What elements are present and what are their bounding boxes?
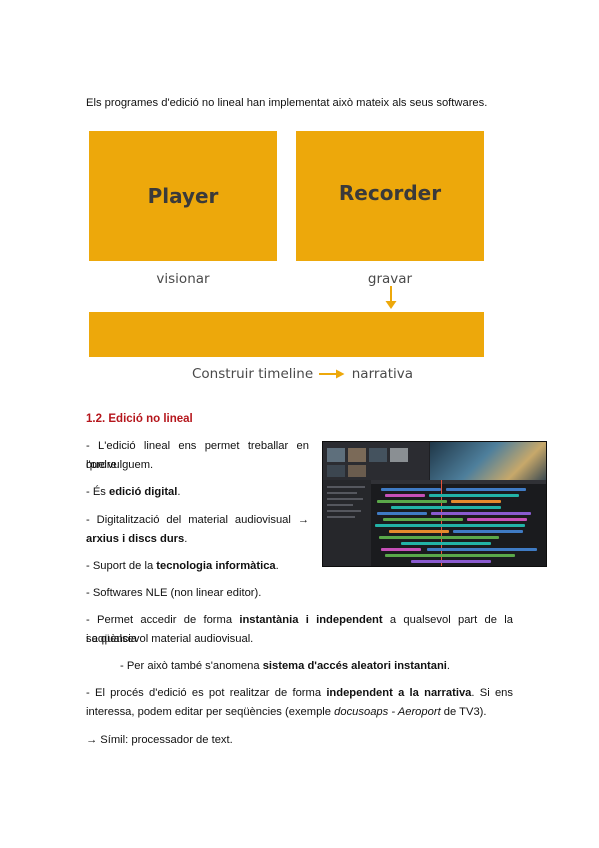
nle-software-screenshot [322, 441, 547, 567]
bullet-1-line2: que vulguem. [86, 459, 154, 471]
bullet-2-post: . [177, 486, 181, 498]
recorder-label: Recorder [338, 181, 442, 205]
bullet-9: → Símil: processador de text. [86, 734, 233, 746]
bullet-3-post: . [184, 533, 188, 545]
bullet-8-pre: - El procés d'edició es pot realitzar de… [86, 687, 327, 699]
program-monitor [430, 442, 546, 480]
bullet-7-pre: - Per això també s'anomena [120, 660, 263, 672]
bullet-7: - Per això també s'anomena sistema d'acc… [120, 657, 450, 676]
bullet-7-post: . [446, 660, 451, 672]
bullet-8-line2-post: de TV3). [440, 706, 487, 718]
timeline-panel [371, 480, 546, 566]
bullet-8-line2: interessa, podem editar per seqüències (… [86, 703, 487, 722]
bullet-6-line1: - Permet accedir de forma instantània i … [86, 611, 513, 649]
timeline-caption-left: Construir timeline [192, 366, 314, 382]
bullet-6-pre: - Permet accedir de forma [86, 614, 240, 626]
bullet-4-bold: tecnologia informàtica [156, 560, 276, 572]
media-bin-panel [323, 442, 429, 480]
bullet-8-line2-pre: interessa, podem editar per seqüències (… [86, 706, 335, 718]
bullet-5: - Softwares NLE (non linear editor). [86, 587, 262, 599]
bullet-1-line1: - L'edició lineal ens permet treballar e… [86, 440, 309, 471]
bullet-6-line2: i a qualsevol material audiovisual. [86, 633, 254, 645]
bullet-2-pre: - És [86, 486, 109, 498]
bullet-8-post: . Si ens [471, 687, 513, 699]
player-label: Player [147, 184, 219, 208]
player-box: Player [89, 131, 277, 261]
recorder-box: Recorder [296, 131, 484, 261]
right-arrow-icon [319, 369, 345, 379]
bullet-6-bold: instantània i independent [239, 614, 383, 626]
caption-visionar: visionar [156, 271, 210, 287]
bullet-4-pre: - Suport de la [86, 560, 157, 572]
bullet-6-post: a qualsevol part de la seqüència [86, 614, 514, 645]
section-heading: 1.2. Edició no lineal [86, 413, 193, 425]
bullet-4: - Suport de la tecnologia informàtica. [86, 557, 279, 576]
bullet-2-bold: edició digital [109, 486, 178, 498]
intro-text: Els programes d'edició no lineal han imp… [86, 97, 488, 109]
bullet-3-bold: arxius i discs durs [86, 533, 185, 545]
effects-panel [323, 480, 371, 566]
bullet-3-line2: arxius i discs durs. [86, 530, 187, 549]
bullet-7-bold: sistema d'accés aleatori instantani [262, 660, 447, 672]
bullet-3-line1: - Digitalització del material audiovisua… [86, 514, 309, 526]
timeline-box [89, 312, 484, 357]
bullet-8-italic: docusoaps - Aeroport [334, 706, 441, 718]
down-arrow-icon [385, 286, 397, 309]
bullet-8-line1: - El procés d'edició es pot realitzar de… [86, 684, 513, 703]
bullet-2: - És edició digital. [86, 483, 181, 502]
bullet-4-post: . [275, 560, 279, 572]
bullet-8-bold: independent a la narrativa [326, 687, 472, 699]
timeline-caption: Construir timeline narrativa [192, 366, 413, 382]
caption-gravar: gravar [367, 271, 413, 287]
timeline-caption-right: narrativa [351, 366, 414, 382]
